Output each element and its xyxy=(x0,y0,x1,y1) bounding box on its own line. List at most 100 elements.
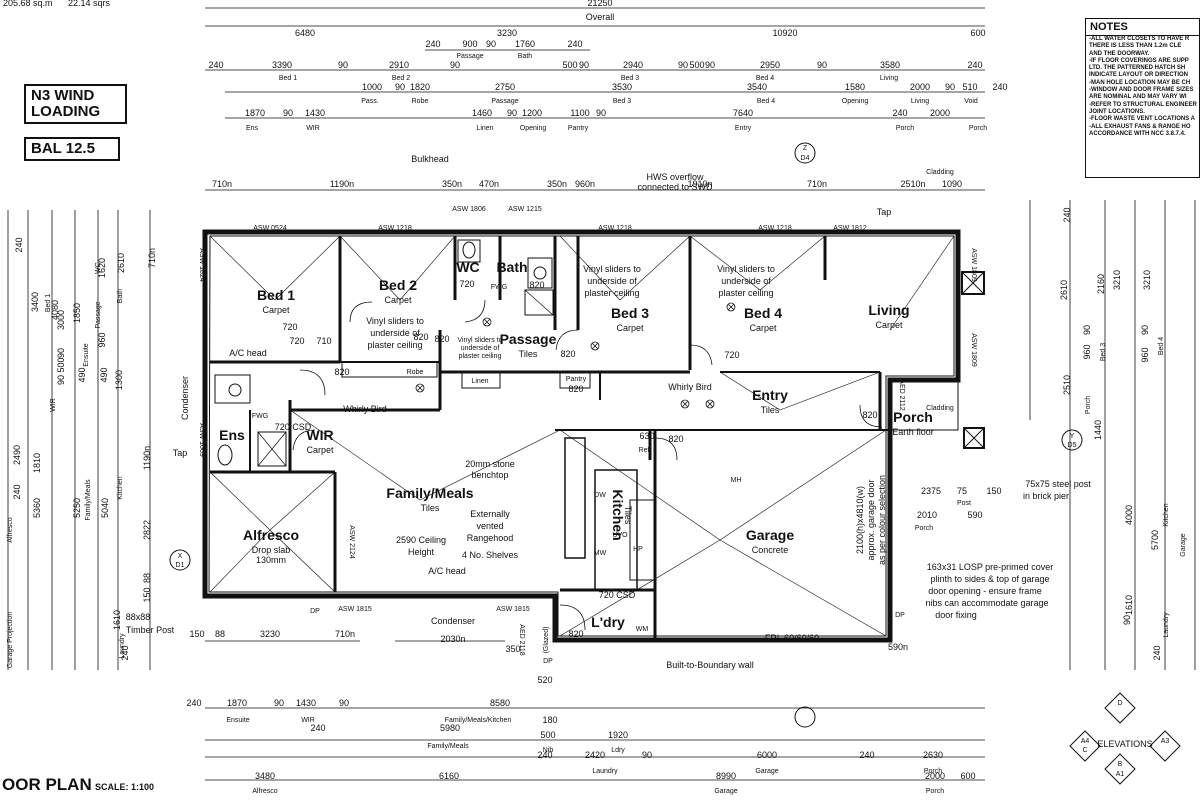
note-line: -ALL WATER CLOSETS TO HAVE R xyxy=(1089,36,1190,42)
window-label: ASW 1809 xyxy=(970,248,977,282)
dim-top: 1910n xyxy=(687,179,712,189)
note-line: ARE NOMINAL AND MAY VARY WI xyxy=(1089,94,1187,101)
dim-top: 1460 xyxy=(472,108,492,118)
dim-right: 960 xyxy=(1140,347,1150,362)
callout: Condenser xyxy=(431,616,475,626)
callout: HP xyxy=(633,546,643,553)
dim-bottom: 8990 xyxy=(716,771,736,781)
note-line: JOINT LOCATIONS. xyxy=(1089,108,1145,115)
door-size: 820 xyxy=(529,280,544,290)
dim-top: 90 xyxy=(945,82,955,92)
dim-left: 1810 xyxy=(32,453,42,473)
door-size: 820 xyxy=(560,349,575,359)
room-name-entry: Entry xyxy=(752,387,788,403)
callout: Cladding xyxy=(926,405,954,412)
door-size: 820 xyxy=(568,629,583,639)
dim-porch: 590 xyxy=(967,510,982,520)
dim-top: 90 xyxy=(338,60,348,70)
dim-bottom: 8580 xyxy=(490,698,510,708)
dim-top: 90 xyxy=(579,60,589,70)
door-size: 630 xyxy=(639,431,654,441)
callout: nibs can accommodate garage xyxy=(925,598,1048,608)
room-finish: Tiles xyxy=(761,405,780,415)
callout: Height xyxy=(408,547,435,557)
ceiling-fixture-icon xyxy=(726,302,736,312)
dim-label: Ldry xyxy=(611,747,625,754)
dim-label: Laundry xyxy=(119,633,126,659)
dim-bottom: 90 xyxy=(642,750,652,760)
dim-overall: 21250 xyxy=(587,0,612,8)
section-marker: Y xyxy=(1070,433,1075,440)
note-line: ACCORDANCE WITH NCC 3.8.7.4. xyxy=(1089,130,1186,137)
section-marker: A4 xyxy=(1081,738,1090,745)
room-name-living: Living xyxy=(868,302,909,318)
callout: ELEVATIONS xyxy=(1097,739,1152,749)
note-line: AND THE DOORWAY. xyxy=(1089,50,1150,57)
dim-misc: 520 xyxy=(537,675,552,685)
callout: DP xyxy=(543,658,553,665)
note-line: -REFER TO STRUCTURAL ENGINEER xyxy=(1089,101,1197,108)
room-name-bed-2: Bed 2 xyxy=(379,277,417,293)
dim-label: Nib xyxy=(543,747,554,754)
dim-misc: 710n xyxy=(335,629,355,639)
dim-label: Porch xyxy=(1085,396,1092,414)
dim-right: 240 xyxy=(1062,207,1072,222)
room-name-family-meals: Family/Meals xyxy=(386,485,473,501)
dim-top: 3390 xyxy=(272,60,292,70)
door-size: 820 xyxy=(862,410,877,420)
room-name-ens: Ens xyxy=(219,427,245,443)
ceiling-fixture-icon xyxy=(482,317,492,327)
callout: Tap xyxy=(877,207,892,217)
dim-label: Garage xyxy=(755,768,778,775)
callout: 2590 Ceiling xyxy=(396,535,446,545)
plan-scale: SCALE: 1:100 xyxy=(95,782,155,792)
ceiling-fixture-icon xyxy=(415,383,425,393)
window-label: ASW 1809 xyxy=(970,333,977,367)
dim-top: 2510n xyxy=(900,179,925,189)
section-marker: D4 xyxy=(801,155,810,162)
callout: Vinyl sliders to xyxy=(717,264,775,274)
note-line: -WINDOW AND DOOR FRAME SIZES xyxy=(1089,87,1194,94)
dim-left: 90 xyxy=(56,348,66,358)
note-line: THERE IS LESS THAN 1.2m CLE xyxy=(1089,43,1182,50)
door-size: 820 xyxy=(334,367,349,377)
ceiling-fixture-icon xyxy=(590,341,600,351)
note-line: INDICATE LAYOUT OR DIRECTION xyxy=(1089,72,1189,79)
dim-top: 1090 xyxy=(942,179,962,189)
callout: 88x88 xyxy=(126,612,151,622)
dim-left: 5250 xyxy=(72,498,82,518)
callout: FWG xyxy=(491,284,507,291)
dim-top: 2950 xyxy=(760,60,780,70)
callout: FRL 60/60/60 xyxy=(765,633,819,643)
dim-top: 10920 xyxy=(772,28,797,38)
dim-label: Linen xyxy=(476,125,493,132)
dim-top: 1190n xyxy=(330,179,354,189)
dim-top: 90 xyxy=(395,82,405,92)
callout: FWG xyxy=(252,413,268,420)
dim-bottom: 6160 xyxy=(439,771,459,781)
dim-left: 710n xyxy=(147,248,157,268)
dim-left: 240 xyxy=(12,484,22,499)
room-finish: Concrete xyxy=(752,545,789,555)
plan-title: OOR PLAN xyxy=(2,775,92,794)
dim-top: 1760 xyxy=(515,39,535,49)
callout: underside of xyxy=(370,328,420,338)
dim-top: 1580 xyxy=(845,82,865,92)
dim-top: 510 xyxy=(962,82,977,92)
bal-rating-box: BAL 12.5 xyxy=(24,137,120,161)
dim-top: 3530 xyxy=(612,82,632,92)
dim-left: 90 xyxy=(56,375,66,385)
callout: 75x75 steel post xyxy=(1025,479,1091,489)
callout: DP xyxy=(310,608,320,615)
callout: plaster ceiling xyxy=(459,353,502,360)
callout: Vinyl sliders to xyxy=(366,316,424,326)
callout: plinth to sides & top of garage xyxy=(930,574,1049,584)
door-size: 820 xyxy=(413,332,428,342)
dim-right: 4000 xyxy=(1124,505,1134,525)
door-size: 820 xyxy=(668,434,683,444)
dim-label: Living xyxy=(911,98,929,105)
floor-squares: 22.14 sqrs xyxy=(68,0,111,8)
dim-right: 960 xyxy=(1082,344,1092,359)
callout: MW xyxy=(594,550,607,557)
